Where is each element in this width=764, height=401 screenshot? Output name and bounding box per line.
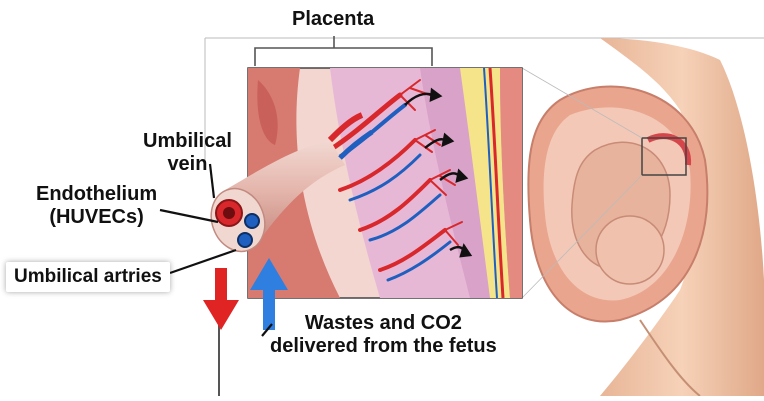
umbilical-arteries-label: Umbilical artries [6, 262, 170, 292]
pregnant-body [528, 38, 764, 396]
placenta-label: Placenta [292, 8, 374, 31]
wastes-label: Wastes and CO2 delivered from the fetus [270, 312, 497, 358]
umbilical-vein-label-line1: Umbilical [143, 130, 232, 152]
artery-lumen-1 [245, 214, 259, 228]
endothelium-label-line1: Endothelium [36, 183, 157, 205]
endothelium-label: Endothelium (HUVECs) [36, 183, 157, 229]
placenta-bracket [255, 36, 432, 66]
umbilical-vein-label-line2: vein [167, 153, 207, 175]
wastes-label-line1: Wastes and CO2 [305, 312, 462, 334]
umbilical-vein-label: Umbilical vein [143, 130, 232, 176]
artery-lumen-2 [238, 233, 252, 247]
wastes-label-line2: delivered from the fetus [270, 335, 497, 357]
red-down-arrow [203, 268, 239, 330]
endothelium-label-line2: (HUVECs) [49, 206, 143, 228]
